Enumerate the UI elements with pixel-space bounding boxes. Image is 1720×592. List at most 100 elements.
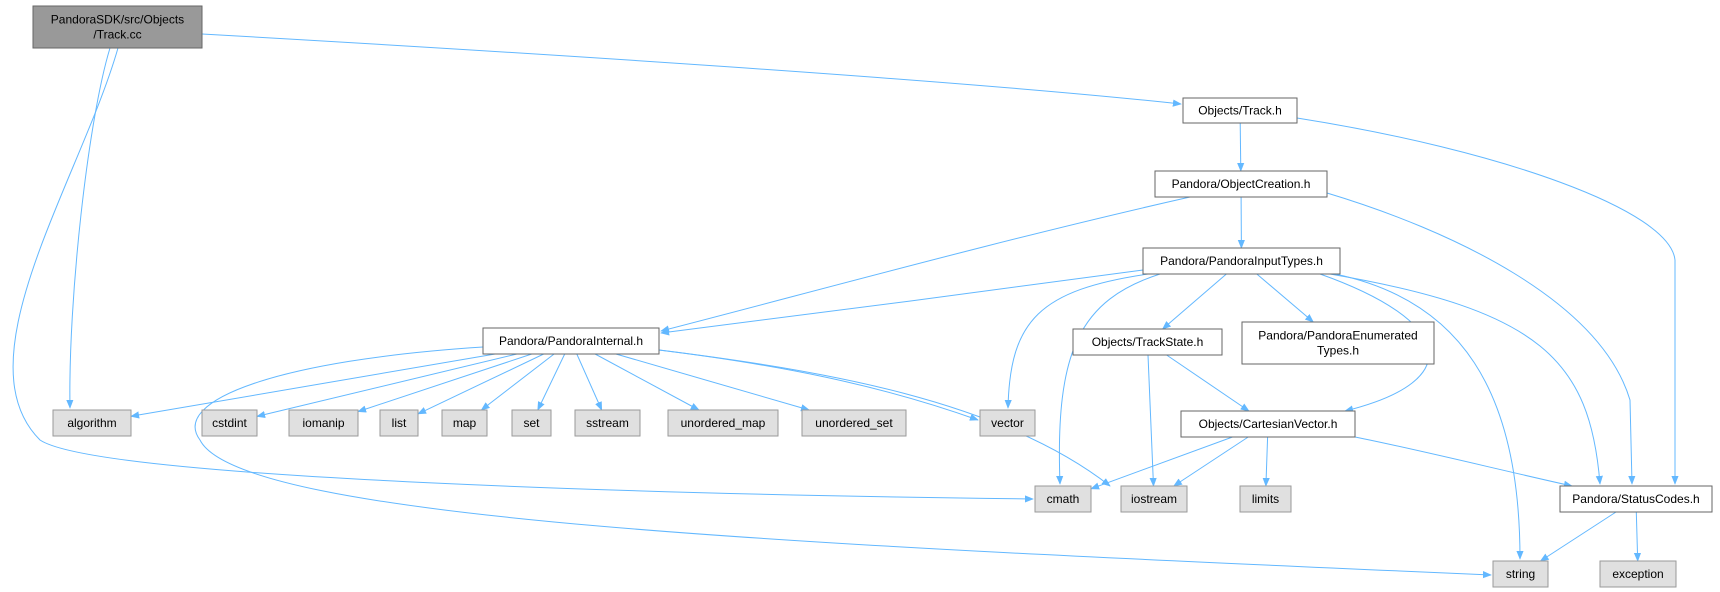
node-box-unordered_map bbox=[667, 409, 779, 437]
node-label-sstream: sstream bbox=[586, 416, 629, 430]
edge-cartesianvector_h-to-statuscodes_h bbox=[1354, 436, 1573, 488]
node-label-map: map bbox=[453, 416, 477, 430]
edge-pandorainternal_h-to-cstdint bbox=[256, 353, 518, 419]
node-algorithm: algorithm bbox=[52, 409, 132, 437]
node-pandorainternal_h[interactable]: Pandora/PandoraInternal.h bbox=[482, 327, 660, 355]
edge-pandorainternal_h-to-iostream bbox=[658, 349, 1111, 487]
node-box-cmath bbox=[1034, 485, 1092, 513]
node-cmath: cmath bbox=[1034, 485, 1092, 513]
node-label-cstdint: cstdint bbox=[212, 416, 247, 430]
edge-root-to-cmath bbox=[12, 47, 1034, 503]
node-label-cartesianvector_h: Objects/CartesianVector.h bbox=[1199, 417, 1338, 431]
node-label-pandoraenumeratedtypes_h: Types.h bbox=[1317, 344, 1359, 358]
node-label-unordered_set: unordered_set bbox=[815, 416, 893, 430]
nodes: PandoraSDK/src/Objects/Track.ccObjects/T… bbox=[32, 5, 1713, 588]
edge-pandorainputtypes_h-to-string bbox=[1334, 273, 1524, 560]
node-limits: limits bbox=[1239, 485, 1292, 513]
node-box-iomanip bbox=[288, 409, 359, 437]
node-box-string bbox=[1492, 560, 1549, 588]
node-label-root: /Track.cc bbox=[93, 28, 141, 42]
edge-statuscodes_h-to-string bbox=[1539, 511, 1617, 562]
node-label-objectcreation_h: Pandora/ObjectCreation.h bbox=[1172, 177, 1311, 191]
node-label-root: PandoraSDK/src/Objects bbox=[51, 13, 184, 27]
edge-objectcreation_h-to-statuscodes_h bbox=[1326, 192, 1636, 485]
node-box-cartesianvector_h bbox=[1180, 410, 1356, 438]
node-label-track_h: Objects/Track.h bbox=[1198, 104, 1282, 118]
node-box-unordered_set bbox=[801, 409, 907, 437]
edge-pandorainputtypes_h-to-pandoraenumeratedtypes_h bbox=[1256, 273, 1314, 323]
node-vector: vector bbox=[979, 409, 1036, 437]
node-box-objectcreation_h bbox=[1154, 170, 1328, 198]
edge-trackstate_h-to-cartesianvector_h bbox=[1166, 354, 1250, 412]
edge-pandorainputtypes_h-to-vector bbox=[1004, 273, 1149, 409]
node-label-pandorainternal_h: Pandora/PandoraInternal.h bbox=[499, 334, 643, 348]
node-label-iostream: iostream bbox=[1131, 492, 1177, 506]
node-box-pandoraenumeratedtypes_h bbox=[1241, 321, 1435, 365]
node-cartesianvector_h[interactable]: Objects/CartesianVector.h bbox=[1180, 410, 1356, 438]
edge-objectcreation_h-to-pandorainternal_h bbox=[660, 196, 1191, 333]
node-label-statuscodes_h: Pandora/StatusCodes.h bbox=[1572, 492, 1699, 506]
edge-pandorainternal_h-to-unordered_set bbox=[615, 353, 810, 412]
node-box-cstdint bbox=[201, 409, 258, 437]
edge-track_h-to-objectcreation_h bbox=[1237, 122, 1245, 172]
node-box-list bbox=[379, 409, 419, 437]
node-box-exception bbox=[1599, 560, 1677, 588]
node-box-iostream bbox=[1120, 485, 1188, 513]
node-label-pandorainputtypes_h: Pandora/PandoraInputTypes.h bbox=[1160, 254, 1323, 268]
node-cstdint: cstdint bbox=[201, 409, 258, 437]
node-box-pandorainputtypes_h bbox=[1142, 247, 1341, 275]
node-set: set bbox=[511, 409, 552, 437]
edges bbox=[12, 33, 1679, 579]
edge-pandorainternal_h-to-sstream bbox=[576, 353, 603, 411]
node-root[interactable]: PandoraSDK/src/Objects/Track.cc bbox=[32, 5, 203, 49]
node-box-limits bbox=[1239, 485, 1292, 513]
edge-pandorainputtypes_h-to-trackstate_h bbox=[1161, 273, 1227, 330]
node-box-trackstate_h bbox=[1072, 328, 1223, 356]
edge-statuscodes_h-to-exception bbox=[1633, 511, 1642, 562]
edge-track_h-to-statuscodes_h bbox=[1296, 117, 1679, 485]
edge-pandorainputtypes_h-to-statuscodes_h bbox=[1329, 273, 1603, 485]
node-unordered_map: unordered_map bbox=[667, 409, 779, 437]
node-iostream: iostream bbox=[1120, 485, 1188, 513]
edge-root-to-track_h bbox=[201, 33, 1182, 107]
edge-pandorainternal_h-to-set bbox=[537, 353, 566, 411]
node-trackstate_h[interactable]: Objects/TrackState.h bbox=[1072, 328, 1223, 356]
node-pandorainputtypes_h[interactable]: Pandora/PandoraInputTypes.h bbox=[1142, 247, 1341, 275]
node-iomanip: iomanip bbox=[288, 409, 359, 437]
node-string: string bbox=[1492, 560, 1549, 588]
node-track_h[interactable]: Objects/Track.h bbox=[1182, 97, 1298, 124]
node-label-trackstate_h: Objects/TrackState.h bbox=[1092, 335, 1204, 349]
node-exception: exception bbox=[1599, 560, 1677, 588]
edge-cartesianvector_h-to-iostream bbox=[1173, 436, 1249, 487]
edge-root-to-algorithm bbox=[66, 47, 111, 409]
edge-pandorainternal_h-to-list bbox=[417, 353, 544, 415]
node-label-set: set bbox=[523, 416, 540, 430]
node-unordered_set: unordered_set bbox=[801, 409, 907, 437]
edge-pandorainternal_h-to-iomanip bbox=[357, 353, 532, 413]
node-label-algorithm: algorithm bbox=[67, 416, 116, 430]
node-box-pandorainternal_h bbox=[482, 327, 660, 355]
edge-cartesianvector_h-to-limits bbox=[1262, 436, 1270, 487]
node-label-vector: vector bbox=[991, 416, 1024, 430]
edge-pandorainternal_h-to-unordered_map bbox=[594, 353, 700, 411]
node-label-iomanip: iomanip bbox=[302, 416, 344, 430]
edge-pandorainternal_h-to-map bbox=[480, 353, 555, 411]
node-map: map bbox=[441, 409, 488, 437]
node-box-set bbox=[511, 409, 552, 437]
node-label-list: list bbox=[392, 416, 407, 430]
node-box-sstream bbox=[574, 409, 641, 437]
node-label-limits: limits bbox=[1252, 492, 1279, 506]
node-list: list bbox=[379, 409, 419, 437]
node-label-string: string bbox=[1506, 567, 1535, 581]
edge-cartesianvector_h-to-cmath bbox=[1090, 436, 1233, 490]
node-box-algorithm bbox=[52, 409, 132, 437]
node-box-track_h bbox=[1182, 97, 1298, 124]
edge-pandorainputtypes_h-to-pandorainternal_h bbox=[660, 269, 1144, 336]
node-objectcreation_h[interactable]: Pandora/ObjectCreation.h bbox=[1154, 170, 1328, 198]
node-label-cmath: cmath bbox=[1047, 492, 1080, 506]
edge-pandorainputtypes_h-to-cmath bbox=[1056, 273, 1161, 485]
node-statuscodes_h[interactable]: Pandora/StatusCodes.h bbox=[1559, 485, 1713, 513]
node-label-unordered_map: unordered_map bbox=[681, 416, 766, 430]
